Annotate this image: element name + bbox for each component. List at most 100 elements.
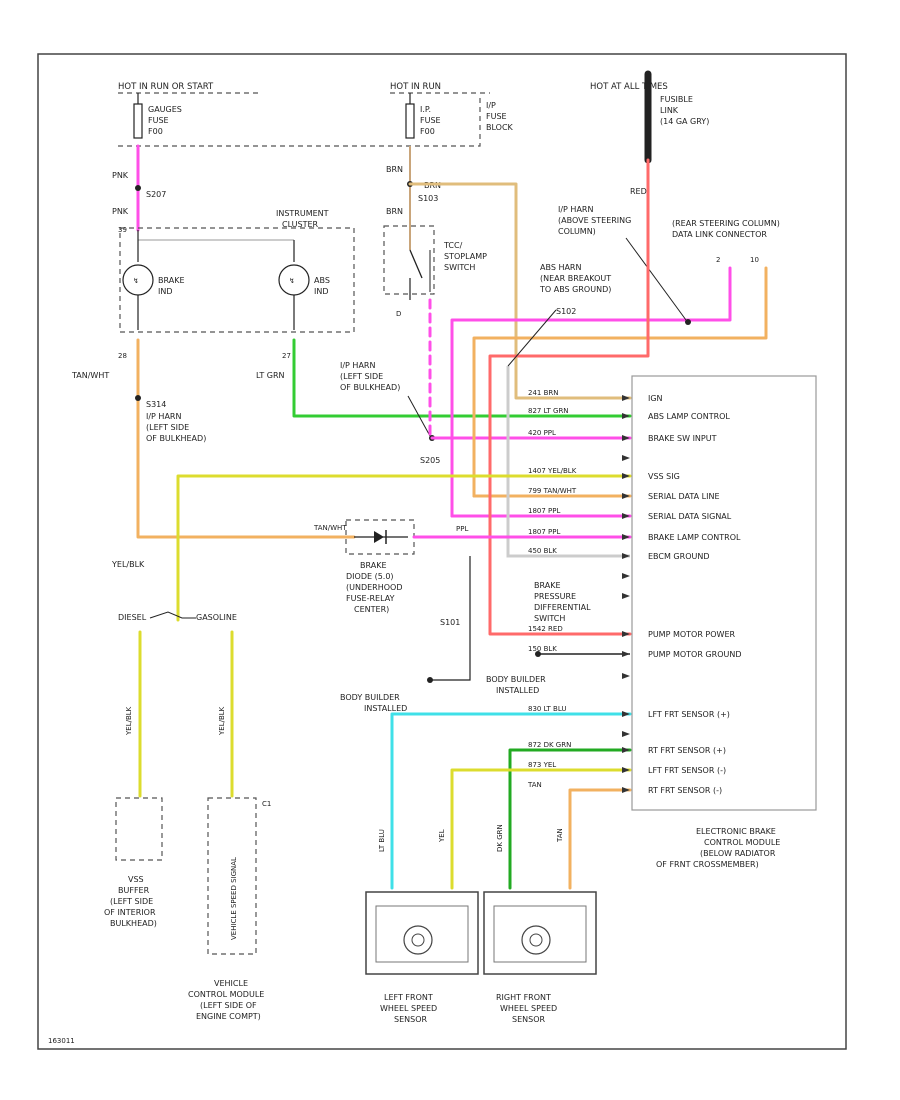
body-builder-1: BODY BUILDER INSTALLED (340, 693, 407, 713)
svg-text:GAUGES: GAUGES (148, 105, 182, 114)
ebcm-pin-terminal (622, 673, 630, 679)
switch-blade (409, 249, 423, 279)
svg-text:DIODE (5.0): DIODE (5.0) (346, 572, 394, 581)
hot-in-run-or-start: HOT IN RUN OR START (118, 82, 214, 92)
ebcm-pin-label: PUMP MOTOR POWER (648, 630, 736, 639)
fuse-block-outline (118, 96, 481, 147)
svg-text:(LEFT SIDE: (LEFT SIDE (110, 897, 153, 906)
ebcm-pin-terminal (622, 711, 630, 717)
svg-text:2: 2 (716, 256, 720, 264)
ebcm-pin-label: ABS LAMP CONTROL (648, 412, 730, 421)
yelblk-vss2-label: YEL/BLK (218, 706, 226, 736)
svg-text:CONTROL MODULE: CONTROL MODULE (188, 990, 264, 999)
ip-steer-leader (625, 237, 687, 321)
svg-text:FUSE: FUSE (486, 112, 507, 121)
ebcm-wire-code: TAN (527, 781, 542, 789)
pin-27: 27 (282, 352, 291, 360)
ppl-label: PPL (456, 525, 468, 533)
svg-text:I/P: I/P (486, 101, 496, 110)
ebcm-pin-terminal (622, 493, 630, 499)
s314-label: S314 (146, 400, 166, 409)
ip-left1-a: I/P HARN (146, 412, 181, 421)
s102-leader (507, 309, 557, 367)
svg-text:TO ABS GROUND): TO ABS GROUND) (539, 285, 611, 294)
s303-splice (685, 319, 691, 325)
svg-text:FUSIBLE: FUSIBLE (660, 95, 693, 104)
pressure-switch-label: BRAKE PRESSURE DIFFERENTIAL SWITCH (534, 581, 591, 623)
svg-text:I/P HARN: I/P HARN (340, 361, 375, 370)
ebcm-wire-code: 872 DK GRN (528, 741, 571, 749)
stoplamp-switch (383, 225, 435, 295)
ebcm-pin-terminal (622, 767, 630, 773)
tanwht-label: TAN/WHT (71, 371, 109, 380)
vcm-label: VEHICLE CONTROL MODULE (LEFT SIDE OF ENG… (188, 979, 264, 1021)
left-front-wheel-sensor (365, 891, 479, 975)
svg-text:(LEFT SIDE: (LEFT SIDE (340, 372, 383, 381)
vcm-inner-label: VEHICLE SPEED SIGNAL (230, 857, 238, 940)
svg-text:BLOCK: BLOCK (486, 123, 514, 132)
stoplamp-label: TCC/ STOPLAMP SWITCH (443, 241, 487, 272)
svg-text:10: 10 (750, 256, 759, 264)
ebcm-pin-terminal (622, 553, 630, 559)
tan-wire (568, 788, 632, 890)
data-link-connector: (REAR STEERING COLUMN) DATA LINK CONNECT… (672, 219, 780, 264)
svg-text:WHEEL SPEED: WHEEL SPEED (380, 1004, 437, 1013)
svg-text:F00: F00 (148, 127, 163, 136)
svg-text:BRAKE: BRAKE (534, 581, 561, 590)
svg-text:BULKHEAD): BULKHEAD) (110, 919, 157, 928)
brake-diode-symbol (354, 530, 408, 544)
ebcm-pin-label: VSS SIG (648, 472, 680, 481)
right-front-wheel-sensor (483, 891, 597, 975)
lf-sensor-label: LEFT FRONT WHEEL SPEED SENSOR (380, 993, 437, 1024)
ebcm-pin-terminal (622, 435, 630, 441)
diagram-frame (37, 53, 847, 1050)
dkgrn-vert-label: DK GRN (496, 824, 504, 852)
vss-buffer-label: VSS BUFFER (LEFT SIDE OF INTERIOR BULKHE… (104, 875, 157, 928)
ebcm-pin-terminal (622, 747, 630, 753)
tanwht-wire (136, 338, 356, 539)
ebcm-wire-code: 799 TAN/WHT (528, 487, 577, 495)
brn-label-1: BRN (386, 165, 403, 174)
brake-diode-label: BRAKE DIODE (5.0) (UNDERHOOD FUSE-RELAY … (346, 561, 403, 614)
ground-point (427, 677, 433, 683)
svg-text:RIGHT FRONT: RIGHT FRONT (496, 993, 551, 1002)
blk-ground-wire (506, 366, 630, 558)
hot-in-run: HOT IN RUN (390, 82, 441, 92)
svg-text:(REAR STEERING COLUMN): (REAR STEERING COLUMN) (672, 219, 780, 228)
ebcm-wire-code: 1407 YEL/BLK (528, 467, 577, 475)
rf-sensor-label: RIGHT FRONT WHEEL SPEED SENSOR (496, 993, 557, 1024)
ebcm-wire-code: 150 BLK (528, 645, 557, 653)
svg-text:(14 GA GRY): (14 GA GRY) (660, 117, 709, 126)
svg-text:INSTALLED: INSTALLED (496, 686, 539, 695)
tanwht-dlc-wire (472, 266, 768, 498)
ltblu-vert-label: LT BLU (378, 829, 386, 852)
svg-text:COLUMN): COLUMN) (558, 227, 596, 236)
svg-text:(NEAR BREAKOUT: (NEAR BREAKOUT (540, 274, 611, 283)
hot-at-all-times: HOT AT ALL TIMES (590, 82, 668, 92)
ip-left1-b: (LEFT SIDE (146, 423, 189, 432)
vcm-c1: C1 (262, 800, 271, 808)
svg-text:ENGINE COMPT): ENGINE COMPT) (196, 1012, 261, 1021)
svg-text:SENSOR: SENSOR (394, 1015, 427, 1024)
pin-28: 28 (118, 352, 127, 360)
s314-splice (135, 395, 141, 401)
body-builder-2: BODY BUILDER INSTALLED (486, 675, 546, 695)
red-wire (488, 158, 650, 636)
red-label: RED (630, 187, 647, 196)
cluster-label-2: CLUSTER (282, 220, 319, 229)
svg-text:IND: IND (158, 287, 173, 296)
ip-left2-leader (407, 395, 431, 437)
abs-harn-label: ABS HARN (NEAR BREAKOUT TO ABS GROUND) S… (539, 263, 611, 316)
ebcm-wire-code: 420 PPL (528, 429, 556, 437)
s103-label: S103 (418, 194, 438, 203)
svg-text:INSTALLED: INSTALLED (364, 704, 407, 713)
svg-text:SENSOR: SENSOR (512, 1015, 545, 1024)
svg-text:PRESSURE: PRESSURE (534, 592, 576, 601)
yelblk-label: YEL/BLK (111, 560, 145, 569)
svg-text:VSS: VSS (128, 875, 144, 884)
ebcm-pin-terminal (622, 413, 630, 419)
ebcm-pin-label: PUMP MOTOR GROUND (648, 650, 742, 659)
ebcm-pin-terminal (622, 651, 630, 657)
svg-text:BRAKE: BRAKE (360, 561, 387, 570)
